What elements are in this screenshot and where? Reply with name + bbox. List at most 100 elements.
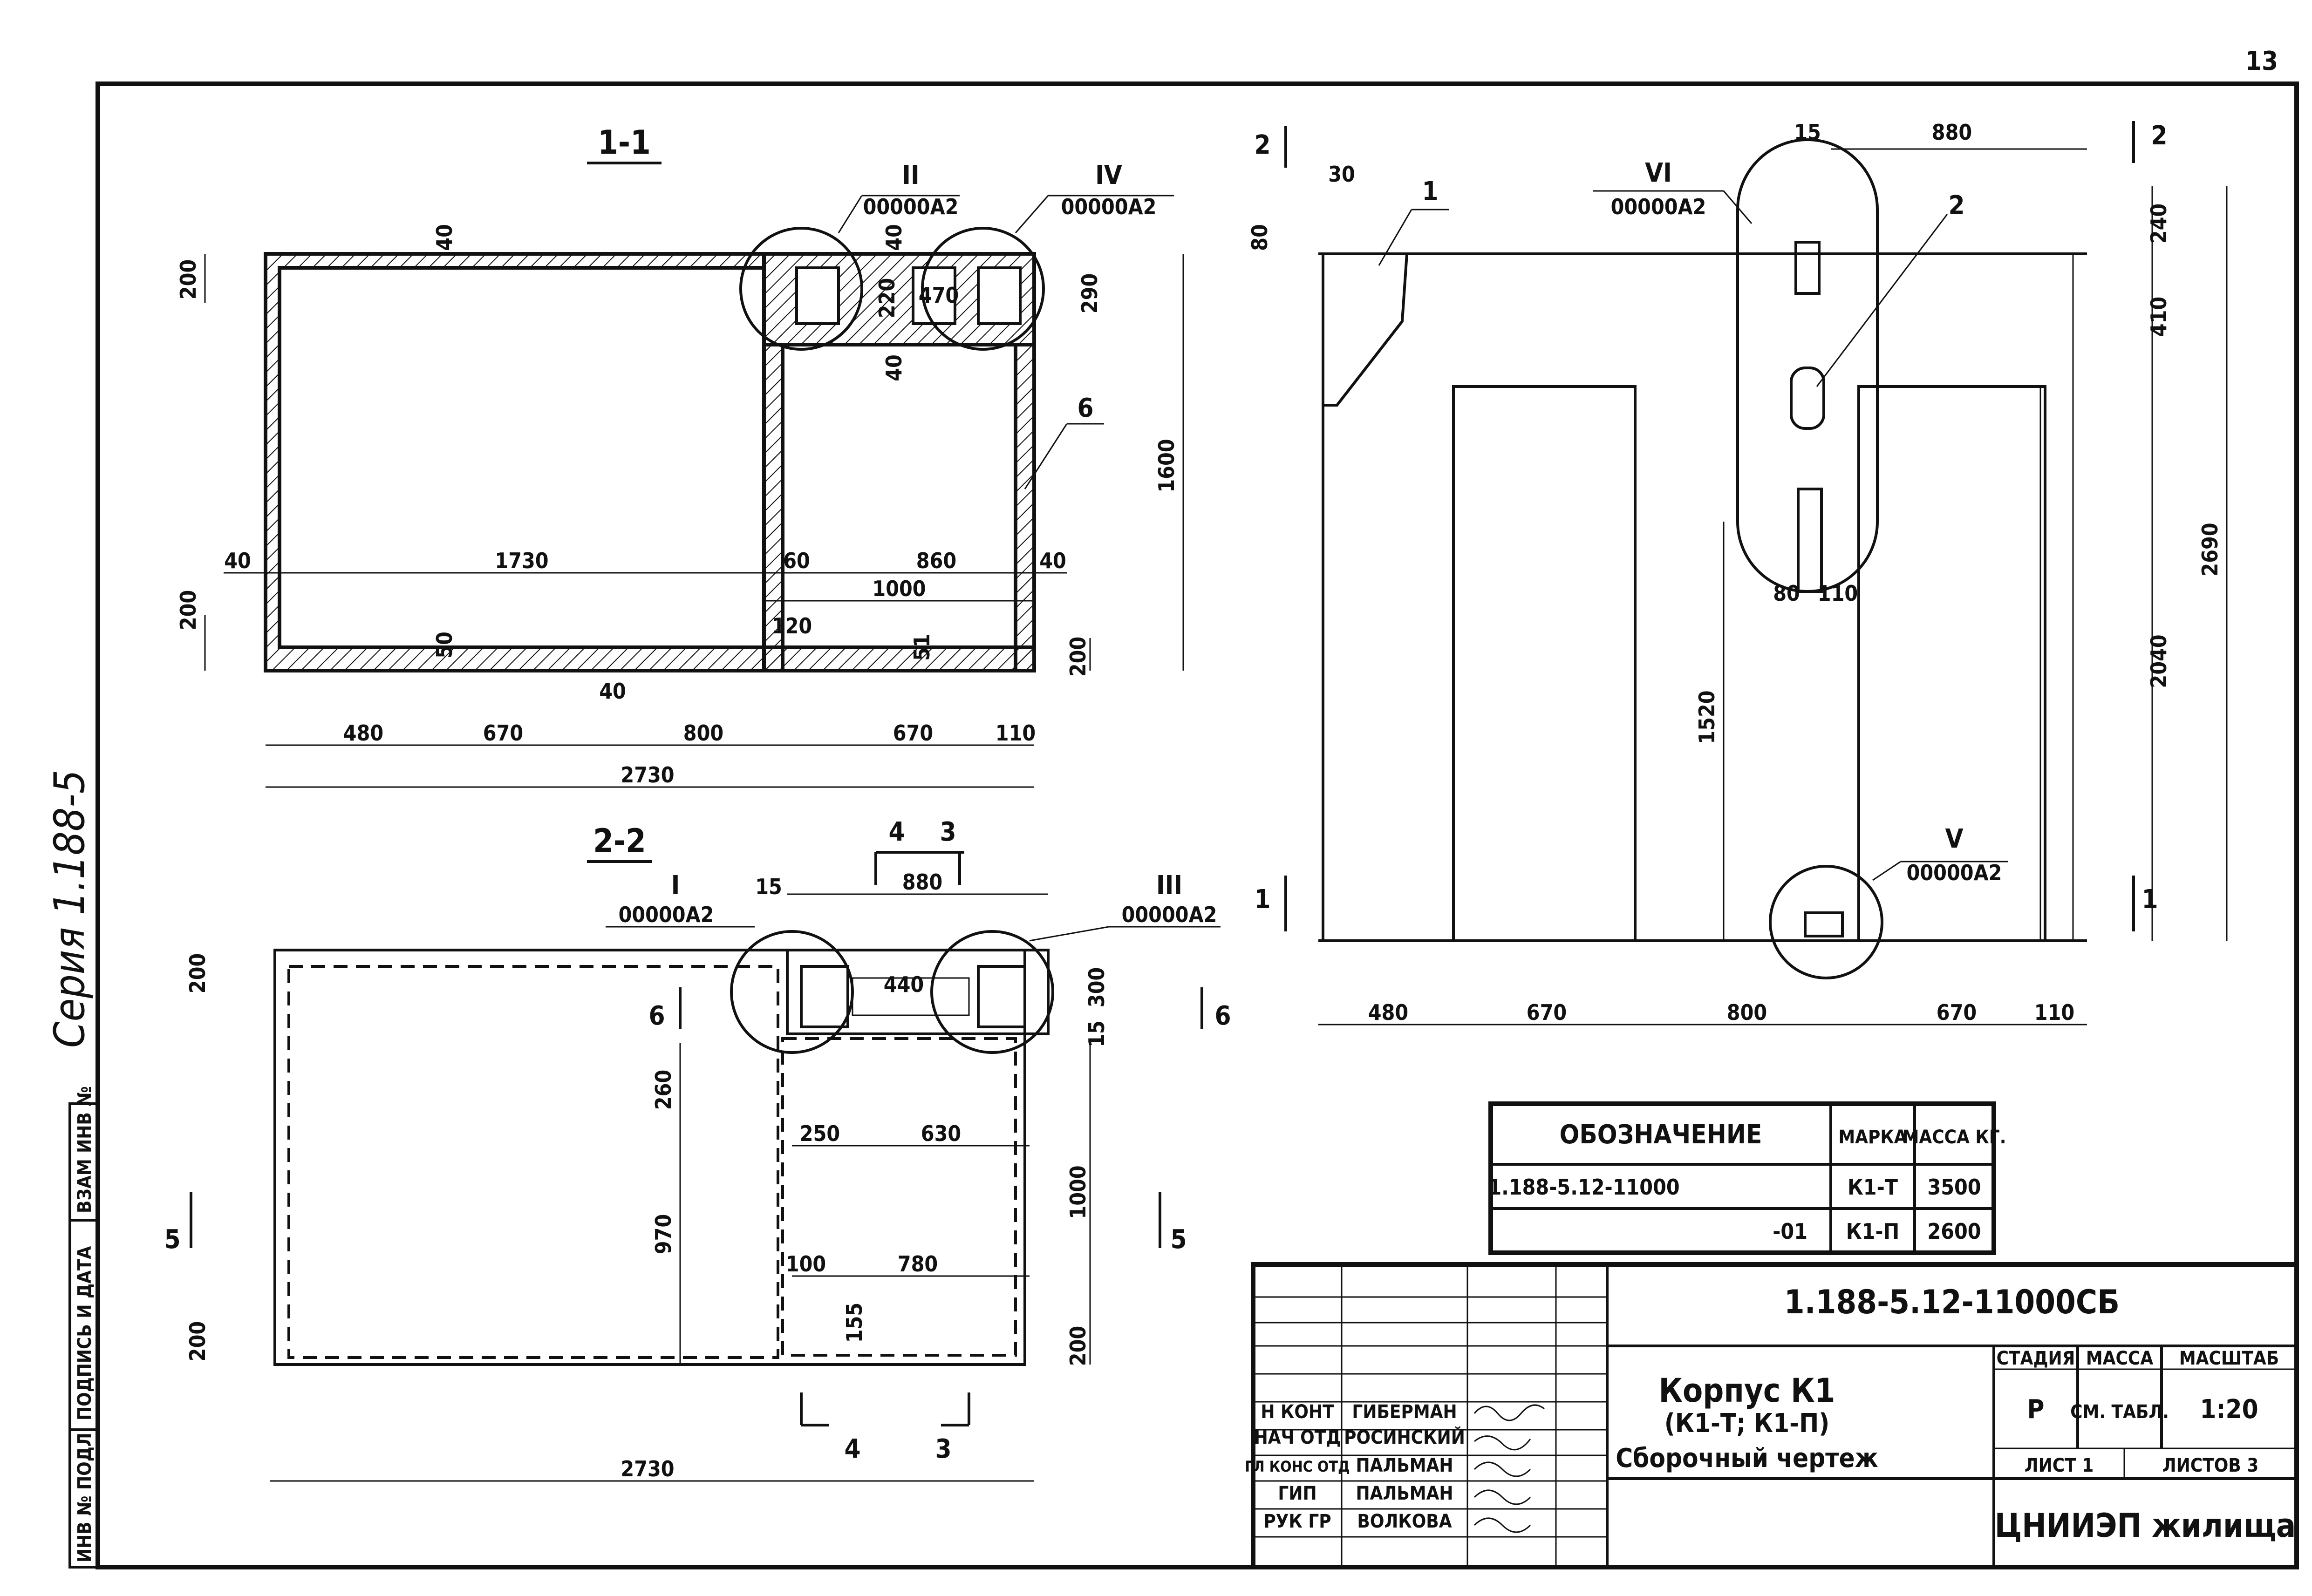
svg-text:1520: 1520 [1694,690,1719,744]
svg-text:670: 670 [1527,1000,1567,1025]
svg-text:III: III [1156,870,1182,901]
svg-text:1: 1 [1254,884,1270,915]
svg-text:1:20: 1:20 [2200,1394,2258,1425]
svg-text:2: 2 [2151,121,2167,151]
svg-text:Корпус К1: Корпус К1 [1659,1372,1835,1410]
svg-text:110: 110 [2034,1000,2074,1025]
svg-text:290: 290 [1077,273,1102,313]
svg-text:2730: 2730 [621,1456,674,1481]
svg-text:I: I [671,870,680,901]
svg-text:Н КОНТ: Н КОНТ [1261,1401,1334,1423]
svg-text:СМ. ТАБЛ.: СМ. ТАБЛ. [2070,1401,2169,1423]
svg-text:5: 5 [164,1224,180,1255]
svg-text:40: 40 [599,679,626,704]
svg-text:СТАДИЯ: СТАДИЯ [1997,1348,2075,1369]
section-2-2: 2-2 I 00000А2 III 00000А2 4 3 6 6 5 5 [164,817,1231,1482]
svg-text:ИНВ № ПОДЛ: ИНВ № ПОДЛ [74,1433,95,1562]
svg-text:15: 15 [755,874,782,899]
side-stamp: ВЗАМ ИНВ № ПОДПИСЬ И ДАТА ИНВ № ПОДЛ [68,1086,99,1569]
svg-text:100: 100 [786,1251,826,1277]
spec-table: ОБОЗНАЧЕНИЕ МАРКА МАССА КГ. 1.188-5.12-1… [1488,1101,2006,1255]
svg-text:3: 3 [935,1434,951,1464]
svg-text:ВЗАМ ИНВ №: ВЗАМ ИНВ № [74,1086,95,1213]
svg-text:РОСИНСКИЙ: РОСИНСКИЙ [1344,1426,1465,1448]
svg-text:МАССА КГ.: МАССА КГ. [1903,1127,2006,1148]
svg-text:00000А2: 00000А2 [863,194,959,219]
svg-text:15: 15 [1794,120,1821,145]
svg-text:6: 6 [1077,393,1093,423]
svg-text:4: 4 [888,817,905,847]
title-block: Н КОНТ ГИБЕРМАН НАЧ ОТД РОСИНСКИЙ ГЛ КОН… [1245,1262,2299,1569]
svg-text:V: V [1945,824,1964,854]
svg-text:970: 970 [651,1214,676,1254]
svg-text:200: 200 [185,953,210,993]
svg-text:РУК ГР: РУК ГР [1263,1511,1331,1532]
svg-text:40: 40 [224,548,251,573]
svg-text:40: 40 [881,354,907,381]
svg-text:ОБОЗНАЧЕНИЕ: ОБОЗНАЧЕНИЕ [1560,1120,1762,1150]
svg-text:670: 670 [483,720,523,746]
svg-text:630: 630 [921,1121,961,1146]
svg-text:МАСШТАБ: МАСШТАБ [2179,1348,2279,1369]
svg-text:410: 410 [2146,297,2171,337]
svg-text:3: 3 [940,817,956,847]
svg-text:670: 670 [893,720,933,746]
svg-text:2600: 2600 [1927,1219,1981,1244]
svg-text:ГИБЕРМАН: ГИБЕРМАН [1352,1401,1457,1423]
svg-text:260: 260 [651,1070,676,1110]
series-label: Серия 1.188-5 [45,770,94,1048]
svg-text:МАРКА: МАРКА [1838,1127,1907,1148]
svg-text:ГЛ КОНС ОТД: ГЛ КОНС ОТД [1245,1458,1350,1475]
svg-text:880: 880 [902,869,942,895]
svg-text:80: 80 [1773,581,1800,606]
svg-text:1730: 1730 [495,548,548,573]
svg-text:240: 240 [2146,204,2171,244]
svg-text:ВОЛКОВА: ВОЛКОВА [1357,1511,1452,1532]
svg-text:ГИП: ГИП [1278,1483,1316,1504]
svg-text:480: 480 [1368,1000,1408,1025]
svg-text:670: 670 [1937,1000,1977,1025]
svg-text:80: 80 [1247,224,1272,251]
svg-text:470: 470 [919,283,959,308]
svg-text:440: 440 [884,972,924,997]
svg-text:6: 6 [648,1001,665,1031]
svg-text:К1-П: К1-П [1846,1219,1899,1244]
svg-text:480: 480 [343,720,383,746]
svg-text:250: 250 [800,1121,840,1146]
signature-mark [1473,1404,1545,1533]
svg-text:1.188-5.12-11000СБ: 1.188-5.12-11000СБ [1784,1283,2120,1321]
svg-text:120: 120 [772,613,812,638]
svg-text:ПАЛЬМАН: ПАЛЬМАН [1356,1483,1453,1504]
svg-text:(К1-Т; К1-П): (К1-Т; К1-П) [1664,1408,1830,1439]
svg-text:220: 220 [874,278,900,318]
svg-text:1600: 1600 [1154,439,1179,492]
svg-text:200: 200 [1065,1326,1091,1366]
page-number: 13 [2245,46,2278,76]
svg-text:1.188-5.12-11000: 1.188-5.12-11000 [1488,1175,1679,1200]
svg-text:VI: VI [1645,158,1672,188]
svg-text:800: 800 [683,720,723,746]
sheet-frame [95,81,2299,1569]
svg-text:Р: Р [2027,1394,2045,1425]
svg-text:ЛИСТ 1: ЛИСТ 1 [2025,1455,2094,1476]
svg-text:15: 15 [1084,1020,1109,1047]
svg-text:00000А2: 00000А2 [1611,194,1706,219]
svg-text:155: 155 [842,1303,867,1343]
svg-text:НАЧ ОТД: НАЧ ОТД [1254,1427,1341,1448]
svg-text:00000А2: 00000А2 [1061,194,1157,219]
svg-text:6: 6 [1214,1001,1231,1031]
svg-text:1000: 1000 [1065,1165,1091,1219]
elevation-view: 2 2 1 1 1 2 VI 00000А2 V 00000А2 30 80 1… [1247,120,2228,1026]
svg-text:50: 50 [432,632,457,659]
svg-text:300: 300 [1084,967,1109,1007]
svg-text:5: 5 [1170,1224,1187,1255]
svg-text:200: 200 [176,259,201,299]
svg-text:200: 200 [176,590,201,630]
svg-text:51: 51 [909,634,934,661]
svg-text:200: 200 [1065,637,1091,677]
svg-text:МАССА: МАССА [2086,1348,2153,1369]
svg-text:780: 780 [898,1251,938,1277]
svg-text:2690: 2690 [2197,523,2223,576]
svg-text:ЦНИИЭП жилища: ЦНИИЭП жилища [1995,1507,2296,1545]
svg-text:110: 110 [996,720,1036,746]
